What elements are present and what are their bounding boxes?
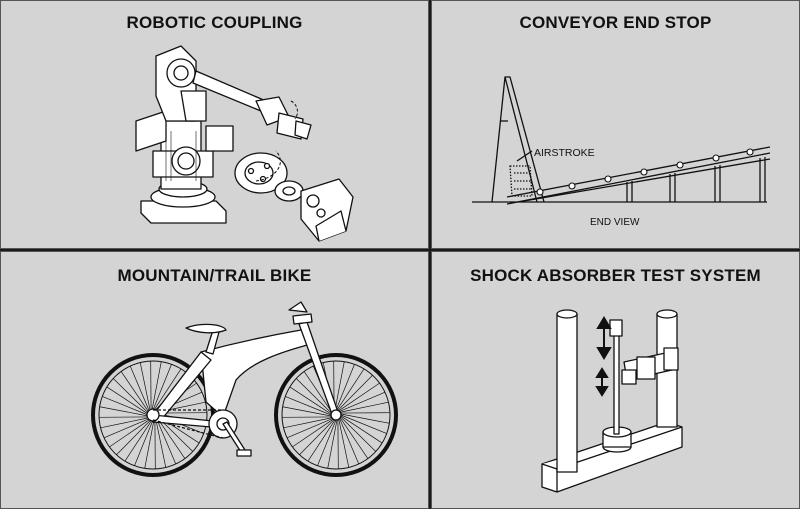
wheel-spoke	[282, 406, 332, 417]
wheel-spoke	[292, 418, 334, 448]
wheel-spoke	[152, 364, 172, 411]
wheel-spoke	[337, 374, 373, 411]
front-wheel	[274, 353, 398, 477]
wheel-spoke	[102, 396, 149, 416]
wheel-spoke	[285, 396, 332, 416]
bike-chain	[152, 409, 224, 439]
panel-mountain-trail-bike: MOUNTAIN/TRAIL BIKE	[0, 251, 429, 509]
wheel-spoke	[286, 418, 333, 439]
wheel-spoke	[289, 386, 332, 415]
bike-illustration	[91, 301, 398, 477]
wheel-spoke	[124, 419, 153, 462]
panel-title: SHOCK ABSORBER TEST SYSTEM	[470, 266, 761, 285]
shock-test-illustration	[541, 309, 683, 493]
panel-conveyor-end-stop: CONVEYOR END STOP	[431, 0, 800, 249]
wheel-spoke	[153, 368, 182, 411]
wheel-spoke	[106, 386, 149, 415]
panel-robotic-coupling: ROBOTIC COUPLING	[0, 0, 429, 249]
wheel-spoke	[295, 378, 332, 414]
wheel-spoke	[338, 419, 350, 468]
wheel-spoke	[340, 401, 389, 413]
panel-shock-absorber-test-system: SHOCK ABSORBER TEST SYSTEM	[431, 251, 800, 509]
wheel-spoke	[335, 364, 355, 411]
wheel-spoke	[339, 418, 360, 465]
left-column	[556, 313, 578, 473]
wheel-spoke	[283, 417, 332, 429]
panel-title: ROBOTIC COUPLING	[126, 13, 303, 32]
wheel-spoke	[103, 418, 150, 439]
conveyor-lower-rail	[523, 158, 771, 202]
wheel-spoke	[327, 419, 338, 469]
wheel-spoke	[129, 365, 150, 412]
wheel-spoke	[155, 419, 167, 468]
wheel-spoke	[303, 371, 333, 413]
robot-base	[140, 200, 227, 224]
wheel-spoke	[340, 416, 377, 452]
conveyor-end-stop-illustration: AIRSTROKE END VIEW	[472, 76, 771, 228]
wheel-spoke	[139, 362, 151, 411]
wheel-spoke	[338, 382, 380, 412]
airstroke-bellows	[509, 165, 533, 197]
wheel-spoke	[317, 419, 337, 466]
wheel-spoke	[334, 361, 345, 411]
panel-title: CONVEYOR END STOP	[519, 13, 712, 32]
front-fork	[298, 321, 340, 418]
wheel-spoke	[100, 417, 149, 429]
wheel-spoke	[299, 419, 335, 456]
robotic-coupling-illustration	[135, 45, 354, 242]
wheel-spoke	[144, 419, 155, 469]
wheel-spoke	[339, 391, 386, 412]
wheel-spoke	[116, 419, 152, 456]
airstroke-callout: AIRSTROKE	[534, 147, 595, 159]
roller-icon	[536, 188, 544, 196]
wheel-spoke	[120, 371, 150, 413]
wheel-spoke	[151, 361, 162, 411]
wheel-spoke	[109, 418, 151, 448]
wheel-spoke	[340, 415, 383, 444]
wheel-spoke	[134, 419, 154, 466]
wheel-spoke	[339, 417, 369, 459]
end-view-caption: END VIEW	[590, 217, 640, 228]
wheel-spoke	[156, 417, 186, 459]
piston-rod	[613, 321, 620, 435]
wheel-spoke	[307, 419, 336, 462]
wheel-spoke	[340, 413, 390, 424]
conveyor-upper-rail	[506, 146, 771, 198]
saddle	[185, 323, 227, 334]
wheel-spoke	[156, 418, 177, 465]
wheel-spoke	[99, 406, 149, 417]
wheel-spoke	[336, 368, 365, 411]
panel-title: MOUNTAIN/TRAIL BIKE	[117, 266, 312, 285]
handlebar	[288, 301, 308, 313]
wheel-spoke	[112, 378, 149, 414]
wheel-spoke	[340, 414, 387, 434]
